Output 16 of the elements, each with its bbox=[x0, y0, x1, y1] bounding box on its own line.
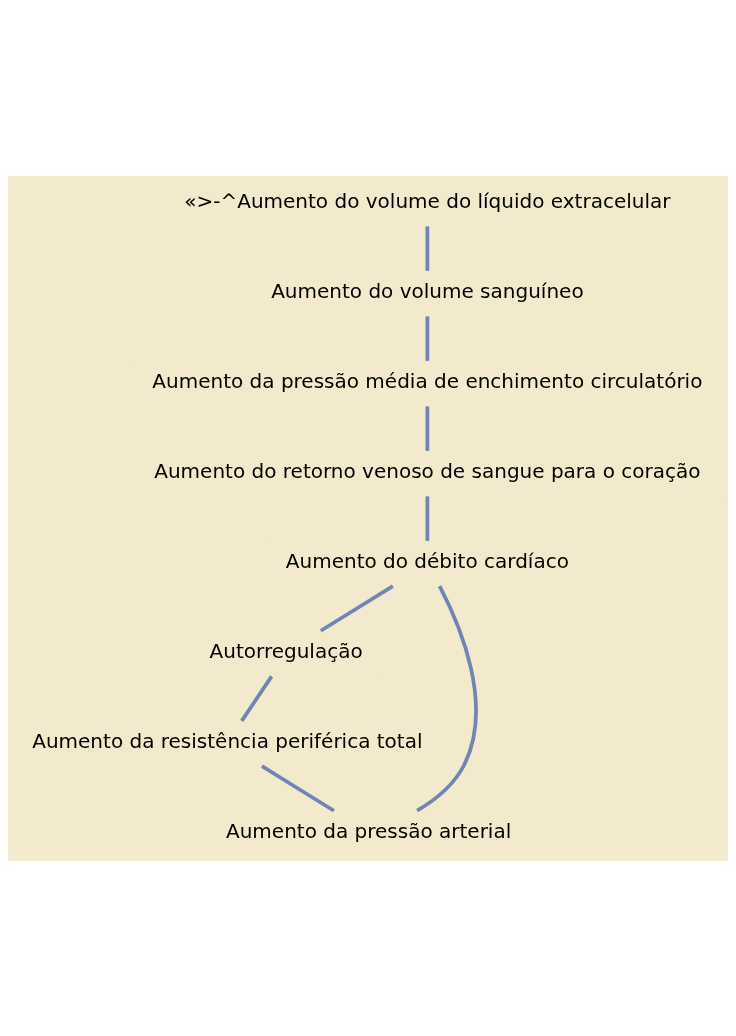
connector bbox=[416, 584, 478, 812]
connector bbox=[319, 584, 394, 632]
connector bbox=[425, 225, 430, 271]
node-text: Aumento da pressão média de enchimento circulatório bbox=[152, 368, 703, 393]
node-text: Aumento do débito cardíaco bbox=[285, 548, 569, 573]
node-text: Aumento do retorno venoso de sangue para o coração bbox=[154, 458, 701, 483]
node-text: Aumento da resistência periférica total bbox=[32, 728, 423, 753]
node-text: Aumento do volume sanguíneo bbox=[271, 278, 584, 303]
connector bbox=[425, 405, 430, 451]
connector bbox=[240, 674, 274, 722]
node-text: «>-^Aumento do volume do líquido extracelular bbox=[184, 188, 671, 213]
connector bbox=[260, 764, 335, 812]
connector bbox=[425, 495, 430, 541]
connector bbox=[425, 315, 430, 361]
node-text: Aumento da pressão arterial bbox=[225, 818, 512, 843]
node-text: Autorregulação bbox=[209, 638, 363, 663]
